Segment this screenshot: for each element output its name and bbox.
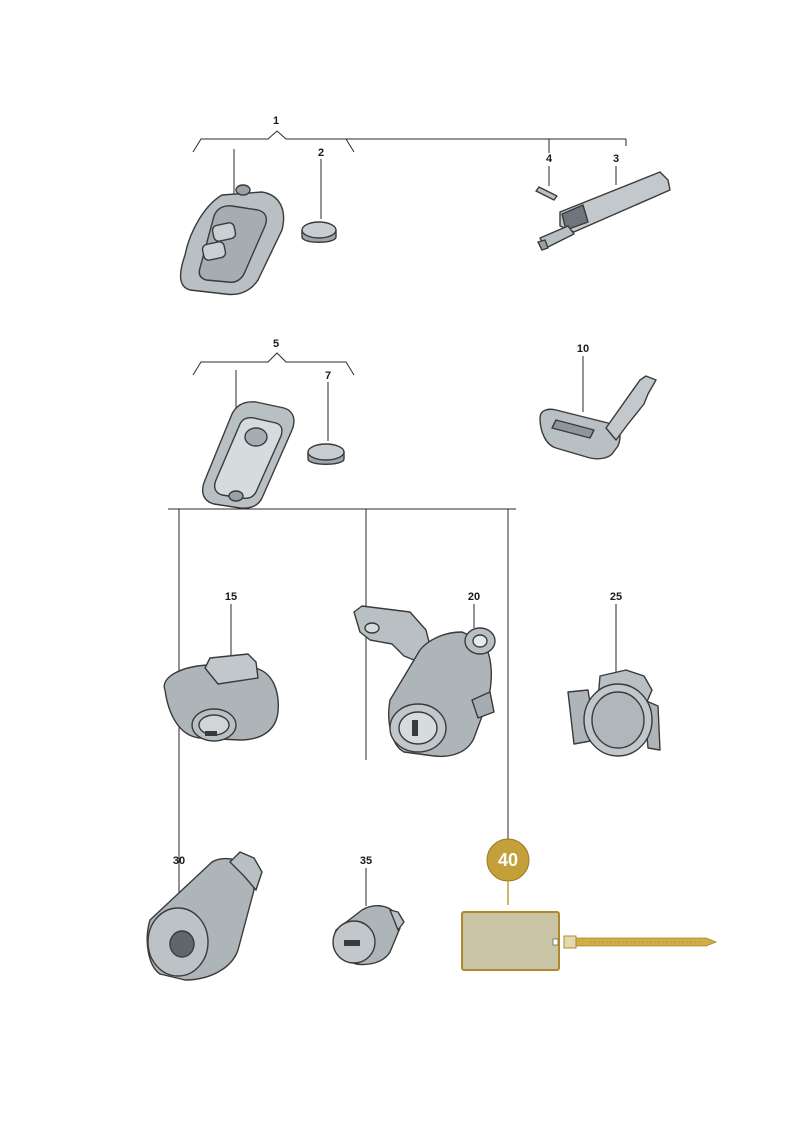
lock-cylinder-35[interactable] <box>332 905 405 966</box>
emergency-key[interactable] <box>539 375 657 460</box>
callout-35: 35 <box>360 855 372 867</box>
callout-20: 20 <box>468 591 480 603</box>
lock-cylinder-30[interactable] <box>146 851 263 981</box>
lock-cylinder-20[interactable] <box>353 605 496 758</box>
callout-2: 2 <box>318 147 324 159</box>
callout-15: 15 <box>225 591 237 603</box>
lock-cylinder-25[interactable] <box>567 669 661 757</box>
group-1: 1 2 4 3 <box>179 115 671 296</box>
coin-battery-2[interactable] <box>301 221 337 243</box>
callout-1: 1 <box>273 115 279 127</box>
callout-4: 4 <box>546 153 553 165</box>
group-15: 15 <box>163 591 279 742</box>
group-35: 35 <box>332 855 405 966</box>
smart-key-remote[interactable] <box>202 401 295 509</box>
callout-5: 5 <box>273 338 279 350</box>
callout-30: 30 <box>173 855 185 867</box>
retaining-pin[interactable] <box>535 186 558 201</box>
group-40: 40 <box>461 838 718 971</box>
callout-7: 7 <box>325 370 331 382</box>
callout-25: 25 <box>610 591 622 603</box>
coin-battery-7[interactable] <box>307 443 345 465</box>
callout-3: 3 <box>613 153 619 165</box>
group-5: 5 7 <box>192 338 355 509</box>
lock-cylinder-15[interactable] <box>163 653 279 742</box>
group-30: 30 <box>146 851 263 981</box>
group-10: 10 <box>539 343 657 460</box>
key-blade[interactable] <box>537 171 671 251</box>
flip-key-remote[interactable] <box>179 184 285 296</box>
callout-40: 40 <box>498 850 518 870</box>
code-tag[interactable] <box>461 911 718 971</box>
callout-10: 10 <box>577 343 589 355</box>
group-20: 20 <box>353 591 496 758</box>
group-25: 25 <box>567 591 661 757</box>
